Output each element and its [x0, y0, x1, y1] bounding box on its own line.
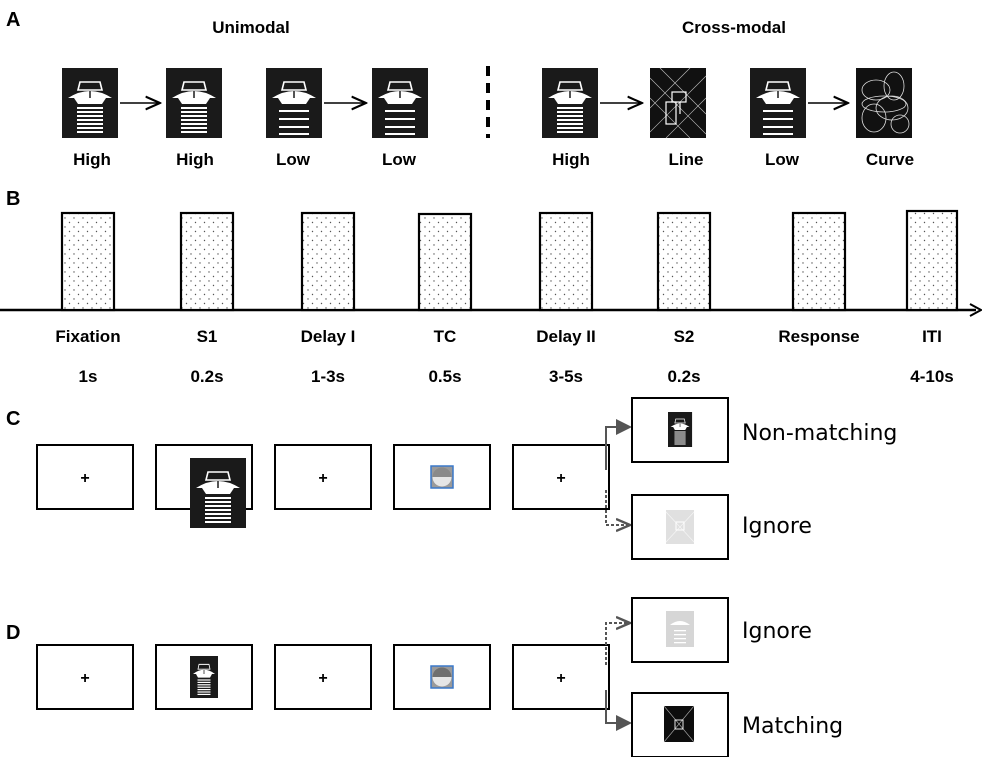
- task-cue-icon: [430, 465, 454, 489]
- fixation-screen: [36, 444, 134, 510]
- phase-duration: 0.2s: [667, 367, 700, 386]
- phase-block: [300, 211, 356, 312]
- phase-duration: 3-5s: [549, 367, 583, 386]
- stimulus-high-tone-icon: [541, 67, 599, 139]
- phase-block: [179, 211, 235, 312]
- s2-screen-bottom: [631, 494, 729, 560]
- fixation-screen: [36, 644, 134, 710]
- task-cue-icon: [430, 665, 454, 689]
- faded-tone-stimulus-icon: [666, 611, 694, 647]
- stimulus-high-tone-icon: [667, 411, 693, 448]
- phase-labels: Fixation 1s S1 0.2s Delay I 1-3s TC 0.5s Delay I…: [55, 327, 953, 386]
- timeline-arrow-icon: [969, 303, 982, 317]
- delay-ii-screen: [512, 644, 610, 710]
- stimulus-high-tone-icon: [189, 457, 247, 529]
- fixation-cross: +: [80, 670, 89, 687]
- stimulus-label: High: [176, 150, 214, 169]
- outcome-label: Non-matching: [742, 421, 897, 446]
- fixation-cross: +: [556, 470, 565, 487]
- crossmodal-title: Cross-modal: [682, 18, 786, 37]
- phase-name: S2: [674, 327, 695, 346]
- solid-branch-arrow-icon: [605, 690, 632, 731]
- phase-block: [656, 211, 712, 312]
- s2-screen-bottom: [631, 692, 729, 757]
- stimulus-high-tone-icon: [165, 67, 223, 139]
- s2-screen-top: [631, 397, 729, 463]
- delay-ii-screen: [512, 444, 610, 510]
- phase-duration: 0.2s: [190, 367, 223, 386]
- panel-d-letter: D: [6, 622, 20, 644]
- stimulus-label: High: [73, 150, 111, 169]
- stimulus-label: Curve: [866, 150, 914, 169]
- stimulus-label: Low: [382, 150, 417, 169]
- s1-screen: [155, 644, 253, 710]
- stimulus-high-tone-icon: [189, 655, 219, 699]
- phase-duration: 1s: [79, 367, 98, 386]
- phase-name: S1: [197, 327, 218, 346]
- curve-shape-stimulus-icon: [855, 67, 913, 139]
- phase-name: Delay I: [301, 327, 356, 346]
- solid-branch-arrow-icon: [605, 419, 632, 470]
- phase-name: TC: [434, 327, 457, 346]
- unimodal-title: Unimodal: [212, 18, 289, 37]
- phase-block: [417, 212, 473, 312]
- line-shape-stimulus-icon: [663, 705, 695, 743]
- delay-screen: [274, 444, 372, 510]
- phase-name: Response: [778, 327, 859, 346]
- outcome-label: Ignore: [742, 619, 812, 644]
- fixation-cross: +: [80, 470, 89, 487]
- line-shape-stimulus-icon: [649, 67, 707, 139]
- stimulus-label: Low: [765, 150, 800, 169]
- stimulus-low-tone-icon: [371, 67, 429, 139]
- phase-duration: 4-10s: [910, 367, 953, 386]
- outcome-label: Matching: [742, 714, 843, 739]
- stimulus-high-tone-icon: [61, 67, 119, 139]
- dotted-branch-arrow-icon: [605, 490, 630, 525]
- phase-name: Delay II: [536, 327, 596, 346]
- panel-c-letter: C: [6, 408, 20, 430]
- stimulus-label: Low: [276, 150, 311, 169]
- fixation-cross: +: [556, 670, 565, 687]
- dotted-branch-arrow-icon: [605, 623, 630, 665]
- panel-b-letter: B: [6, 188, 20, 210]
- stimulus-low-tone-icon: [265, 67, 323, 139]
- phase-block: [791, 211, 847, 312]
- phase-duration: 1-3s: [311, 367, 345, 386]
- task-cue-screen: [393, 444, 491, 510]
- stimulus-low-tone-icon: [749, 67, 807, 139]
- s2-screen-top: [631, 597, 729, 663]
- phase-block: [905, 209, 959, 312]
- faded-line-shape-icon: [665, 510, 695, 544]
- phase-duration: 0.5s: [428, 367, 461, 386]
- stimulus-label: High: [552, 150, 590, 169]
- fixation-cross: +: [318, 470, 327, 487]
- outcome-label: Ignore: [742, 514, 812, 539]
- phase-block: [538, 211, 594, 312]
- panel-a-letter: A: [6, 9, 20, 31]
- phase-block: [60, 211, 116, 312]
- phase-blocks: [60, 209, 959, 312]
- task-cue-screen: [393, 644, 491, 710]
- stimulus-label: Line: [669, 150, 704, 169]
- fixation-cross: +: [318, 670, 327, 687]
- phase-name: Fixation: [55, 327, 120, 346]
- phase-name: ITI: [922, 327, 942, 346]
- delay-screen: [274, 644, 372, 710]
